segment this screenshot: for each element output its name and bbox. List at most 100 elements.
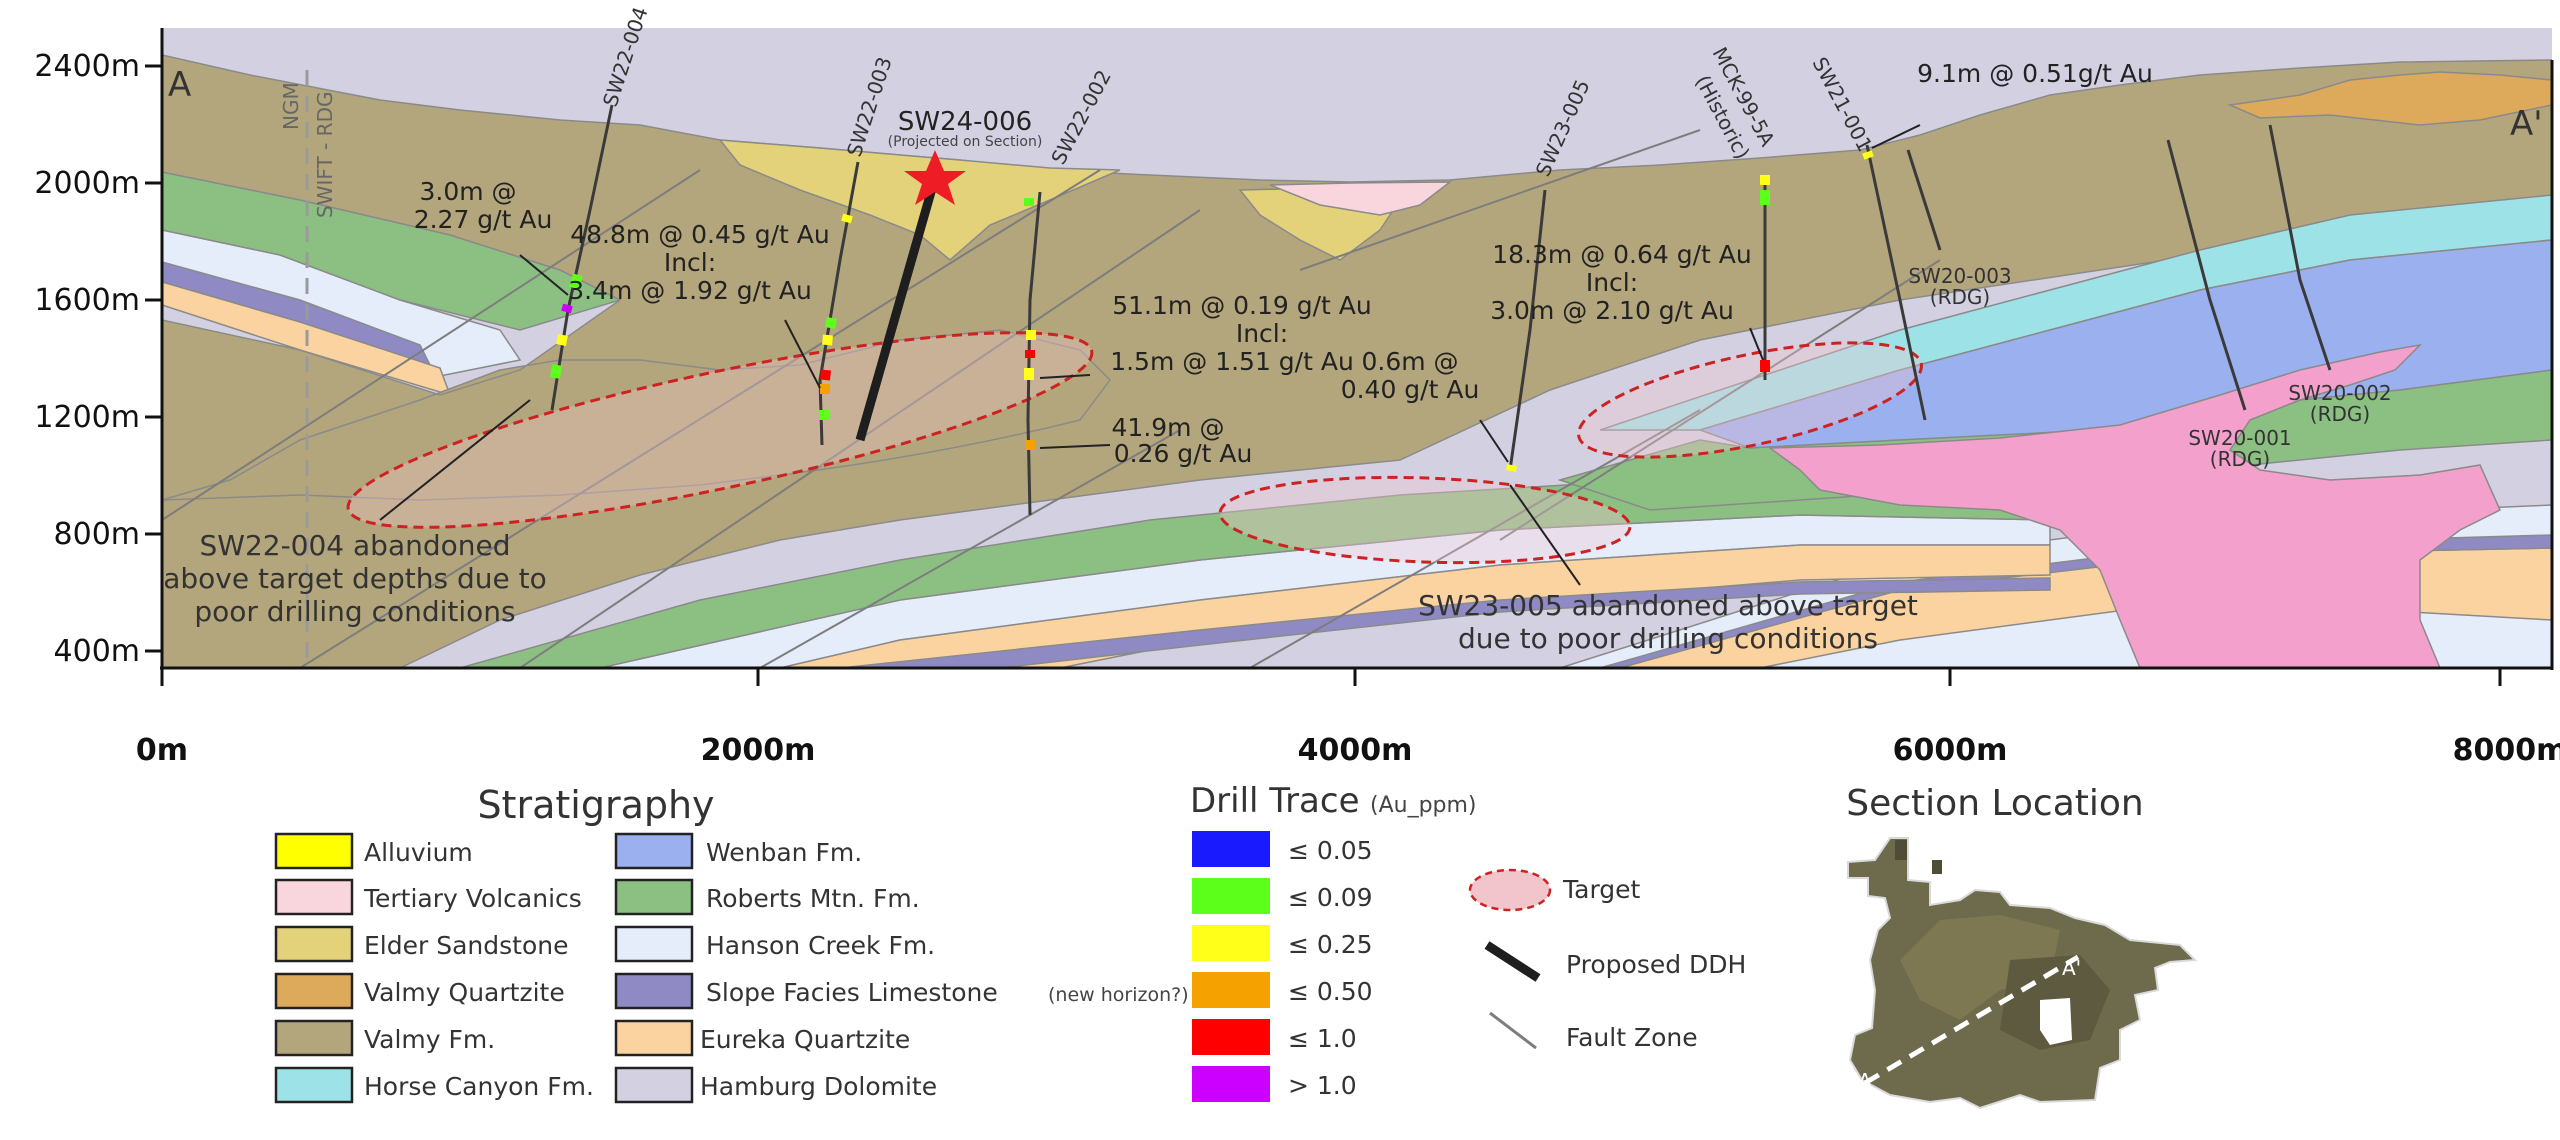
intercept-label: 2.27 g/t Au <box>414 205 553 234</box>
intercept-label: 3.0m @ <box>419 177 516 206</box>
proposed-ddh-symbol-icon <box>1484 941 1541 982</box>
legend-label: Hanson Creek Fm. <box>706 931 935 960</box>
tertiary-intrusion <box>1767 343 2501 668</box>
legend-swatch-alluvium <box>274 832 354 870</box>
fault-zone-symbol-icon <box>1489 1011 1537 1050</box>
intercept-label: 41.9m @ <box>1112 413 1225 442</box>
legend-label: ≤ 1.0 <box>1288 1024 1357 1053</box>
legend-label: ≤ 0.25 <box>1288 930 1373 959</box>
legend-label: Slope Facies Limestone <box>706 978 998 1007</box>
legend-swatch-slope-facies <box>614 972 694 1010</box>
abandon-note-sw23-005: SW23-005 abandoned above target <box>1418 589 1918 622</box>
legend-label: ≤ 0.05 <box>1288 836 1373 865</box>
stratigraphy-legend <box>274 832 694 1104</box>
intercept-label: 51.1m @ 0.19 g/t Au <box>1112 291 1372 320</box>
hole-label-sw20-002-sub: (RDG) <box>2310 402 2370 426</box>
y-tick-label: 2400m <box>34 49 140 84</box>
intercept-label: 18.3m @ 0.64 g/t Au <box>1492 240 1752 269</box>
y-tick-label: 400m <box>54 634 140 669</box>
legend-swatch-drill-3 <box>1192 972 1270 1008</box>
drill-trace-legend-units: (Au_ppm) <box>1370 793 1477 818</box>
legend-label-proposed-ddh: Proposed DDH <box>1566 950 1746 979</box>
y-axis-labels: 2400m 2000m 1600m 1200m 800m 400m <box>34 49 140 669</box>
legend-swatch-valmy-fm <box>274 1019 354 1057</box>
legend-swatch-drill-0 <box>1192 831 1270 867</box>
hole-label-sw20-001-sub: (RDG) <box>2210 447 2270 471</box>
intercept-label: 3.4m @ 1.92 g/t Au <box>568 276 812 305</box>
ngm-label: NGM <box>279 82 303 130</box>
drill-trace-legend <box>1192 831 1270 1102</box>
intercept-label: 1.5m @ 1.51 g/t Au <box>1110 347 1354 376</box>
hole-label-sw20-003: SW20-003 <box>1908 264 2011 288</box>
abandon-note-sw22-004: above target depths due to <box>163 562 547 595</box>
abandon-notes: SW22-004 abandoned above target depths d… <box>163 529 1918 655</box>
hole-label-sw24-006: SW24-006 <box>898 107 1032 137</box>
legend-label: Tertiary Volcanics <box>363 884 582 913</box>
intercept-label: 0.6m @ <box>1361 347 1458 376</box>
abandon-note-sw23-005: due to poor drilling conditions <box>1458 622 1878 655</box>
legend-label: Valmy Quartzite <box>364 978 565 1007</box>
intercept-label: 48.8m @ 0.45 g/t Au <box>570 220 830 249</box>
legend-swatch-drill-2 <box>1192 925 1270 961</box>
legend-label: Valmy Fm. <box>364 1025 495 1054</box>
legend-label: Elder Sandstone <box>364 931 568 960</box>
map-label-a: A <box>1858 1069 1872 1093</box>
legend-label-target: Target <box>1562 875 1641 904</box>
legend-label: Alluvium <box>364 838 473 867</box>
assay-segments <box>550 150 1874 472</box>
drill-trace-legend-title: Drill Trace <box>1190 781 1360 821</box>
section-location-title: Section Location <box>1846 783 2143 824</box>
x-tick-label: 4000m <box>1298 733 1413 768</box>
abandon-note-sw22-004: SW22-004 abandoned <box>199 529 510 562</box>
legend-label: Horse Canyon Fm. <box>364 1072 594 1101</box>
legend-swatch-roberts-mtn <box>614 878 694 916</box>
legend-swatch-tertiary-volcanics <box>274 878 354 916</box>
legend-swatch-wenban <box>614 832 694 870</box>
intercept-label: 9.1m @ 0.51g/t Au <box>1917 59 2153 88</box>
section-end-a-prime: A' <box>2510 104 2543 144</box>
legend-swatch-elder-sandstone <box>274 925 354 963</box>
tertiary-volcanics <box>1269 181 1453 216</box>
intercept-label: Incl: <box>1236 319 1288 348</box>
hole-label-sw20-002: SW20-002 <box>2288 381 2391 405</box>
stratigraphy-legend-title: Stratigraphy <box>477 783 714 827</box>
legend-swatch-valmy-quartzite <box>274 972 354 1010</box>
section-end-a: A <box>168 65 191 105</box>
legend-label: > 1.0 <box>1288 1071 1357 1100</box>
x-tick-label: 2000m <box>701 733 816 768</box>
sw24-006-star <box>904 150 966 205</box>
fault-zone-lines <box>162 129 1941 668</box>
hole-label-sw20-003-sub: (RDG) <box>1930 285 1990 309</box>
axis-ticks <box>145 64 2502 686</box>
intercept-label: Incl: <box>1586 268 1638 297</box>
target-symbol-icon <box>1468 868 1552 912</box>
slope-facies-note: (new horizon?) <box>1048 984 1189 1006</box>
legend-swatch-hamburg-dolomite <box>614 1066 694 1104</box>
legend-swatch-hanson-creek <box>614 925 694 963</box>
intercept-annotations: 3.0m @ 2.27 g/t Au 48.8m @ 0.45 g/t Au I… <box>414 59 2153 468</box>
map-label-a-prime: A' <box>2062 956 2081 980</box>
intercept-label: 3.0m @ 2.10 g/t Au <box>1490 296 1734 325</box>
legend-swatch-drill-5 <box>1192 1066 1270 1102</box>
legend-swatch-horse-canyon <box>274 1066 354 1104</box>
legend-label: Hamburg Dolomite <box>700 1072 937 1101</box>
y-tick-label: 1200m <box>34 400 140 435</box>
x-tick-label: 0m <box>136 733 188 768</box>
legend-label: ≤ 0.09 <box>1288 883 1373 912</box>
legend-label: ≤ 0.50 <box>1288 977 1373 1006</box>
hole-label-sw20-001: SW20-001 <box>2188 426 2291 450</box>
y-tick-label: 1600m <box>34 283 140 318</box>
legend-swatch-eureka-quartzite <box>614 1019 694 1057</box>
legend-swatch-drill-4 <box>1192 1019 1270 1055</box>
x-tick-label: 8000m <box>2453 733 2560 768</box>
valmy-quartzite-cap <box>2227 71 2552 126</box>
intercept-label: 0.26 g/t Au <box>1114 439 1253 468</box>
hole-label-sw24-006-sub: (Projected on Section) <box>888 134 1043 150</box>
abandon-note-sw22-004: poor drilling conditions <box>194 595 515 628</box>
legend-label: Roberts Mtn. Fm. <box>706 884 920 913</box>
legend-label-fault-zone: Fault Zone <box>1566 1023 1698 1052</box>
annotation-leaders <box>379 124 1921 586</box>
proposed-ddh <box>855 176 940 442</box>
geologic-section <box>162 28 2552 668</box>
